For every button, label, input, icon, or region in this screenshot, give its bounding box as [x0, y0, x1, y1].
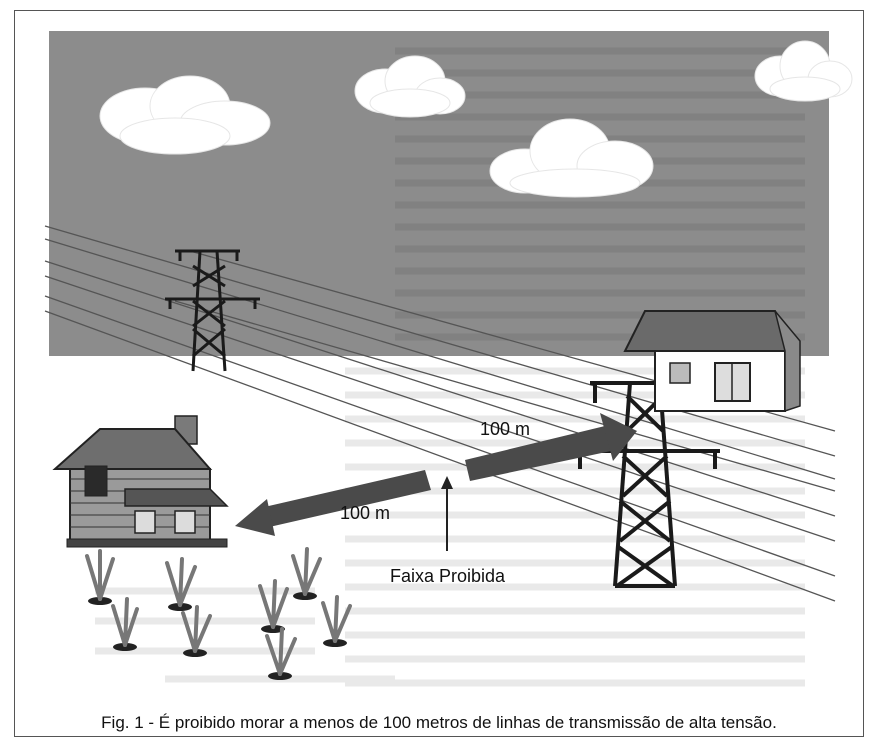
forbidden-strip-label: Faixa Proibida	[390, 566, 506, 586]
transmission-tower-icon	[165, 249, 260, 372]
figure-caption: Fig. 1 - É proibido morar a menos de 100…	[101, 713, 777, 732]
arrow-icon	[235, 470, 431, 536]
cloud-icon	[354, 55, 466, 118]
cloud-icon	[754, 40, 853, 102]
transmission-tower-icon	[575, 381, 720, 588]
log-cabin-icon	[52, 415, 229, 548]
illustration	[44, 31, 853, 687]
arrow-icon	[441, 476, 453, 551]
figure-frame: 100 m 100 m Faixa Proibida Fig. 1 - É pr…	[14, 10, 864, 737]
distance-label-right: 100 m	[480, 419, 531, 439]
background-text-texture-lower	[95, 367, 805, 687]
cloud-icon	[99, 75, 271, 155]
distance-label-left: 100 m	[340, 503, 391, 523]
grass-tuft-icon	[85, 547, 352, 680]
cloud-icon	[489, 118, 654, 198]
house-icon	[623, 310, 801, 413]
arrow-icon	[465, 413, 637, 481]
